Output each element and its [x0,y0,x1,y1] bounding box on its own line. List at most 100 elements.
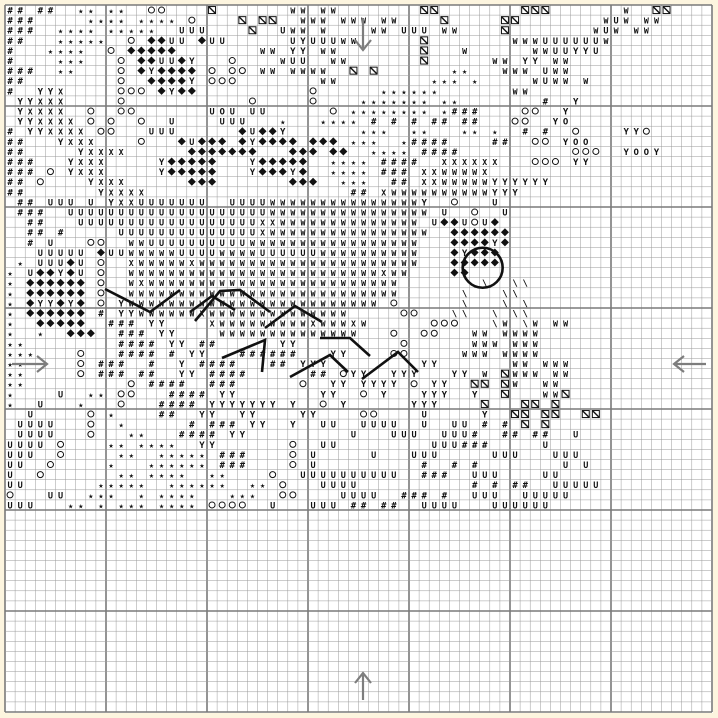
stitch-symbol: W [472,177,477,187]
stitch-symbol: W [513,66,518,76]
stitch-symbol: X [58,117,63,127]
stitch-symbol: X [139,278,144,288]
stitch-symbol: W [533,76,538,86]
stitch-symbol: W [179,288,184,298]
stitch-symbol: W [321,248,326,258]
stitch-symbol: W [159,308,164,318]
stitch-symbol: W [159,278,164,288]
stitch-symbol: W [391,228,396,238]
stitch-symbol: W [351,278,356,288]
stitch-symbol: W [412,218,417,228]
stitch-symbol: W [290,319,295,329]
stitch-symbol: X [109,177,114,187]
stitch-symbol: W [321,308,326,318]
stitch-symbol: W [230,268,235,278]
stitch-symbol: X [58,96,63,106]
stitch-symbol: W [412,228,417,238]
stitch-symbol: W [472,349,477,359]
stitch-symbol: W [321,288,326,298]
stitch-symbol: W [321,5,326,15]
stitch-symbol: W [139,238,144,248]
stitch-symbol: W [270,308,275,318]
stitch-symbol: X [28,106,33,116]
stitch-symbol: W [513,359,518,369]
stitch-symbol: W [260,308,265,318]
stitch-symbol: X [58,127,63,137]
stitch-symbol: W [502,349,507,359]
stitch-symbol: W [341,228,346,238]
stitch-symbol: W [553,76,558,86]
stitch-symbol: W [240,319,245,329]
stitch-symbol: W [482,339,487,349]
stitch-symbol: X [68,127,73,137]
stitch-symbol: W [401,218,406,228]
stitch-symbol: W [311,218,316,228]
stitch-symbol: W [300,5,305,15]
stitch-symbol: W [300,207,305,217]
stitch-symbol: W [351,218,356,228]
stitch-symbol: W [401,268,406,278]
stitch-symbol: W [371,197,376,207]
stitch-symbol: W [270,197,275,207]
stitch-symbol: W [351,207,356,217]
stitch-symbol: W [523,66,528,76]
stitch-symbol: W [270,228,275,238]
stitch-symbol: W [341,56,346,66]
stitch-symbol: W [341,258,346,268]
stitch-symbol: X [68,137,73,147]
stitch-symbol: X [260,218,265,228]
stitch-symbol: W [422,228,427,238]
stitch-symbol: W [371,248,376,258]
stitch-symbol: W [149,288,154,298]
stitch-symbol: W [199,278,204,288]
stitch-symbol: W [169,268,174,278]
stitch-symbol: W [250,258,255,268]
stitch-symbol: W [149,258,154,268]
stitch-symbol: W [199,268,204,278]
stitch-symbol: W [311,207,316,217]
stitch-symbol: W [563,359,568,369]
stitch-symbol: W [331,228,336,238]
stitch-symbol: W [230,278,235,288]
stitch-symbol: W [422,187,427,197]
stitch-symbol: W [311,66,316,76]
stitch-symbol: W [290,258,295,268]
stitch-symbol: W [230,248,235,258]
stitch-symbol: W [321,228,326,238]
stitch-symbol: W [553,56,558,66]
stitch-symbol: W [391,197,396,207]
stitch-symbol: W [311,197,316,207]
stitch-symbol: W [270,288,275,298]
stitch-symbol: W [513,86,518,96]
stitch-symbol: X [98,167,103,177]
stitch-symbol: X [119,147,124,157]
stitch-symbol: W [290,26,295,36]
stitch-symbol: W [371,228,376,238]
stitch-symbol: W [472,329,477,339]
stitch-symbol: X [48,106,53,116]
stitch-symbol: W [543,359,548,369]
stitch-symbol: W [220,278,225,288]
stitch-symbol: W [139,308,144,318]
stitch-symbol: W [220,329,225,339]
stitch-symbol: W [280,298,285,308]
stitch-symbol: W [290,268,295,278]
stitch-symbol: W [240,298,245,308]
stitch-symbol: X [492,157,497,167]
stitch-symbol: W [603,36,608,46]
stitch-symbol: W [169,298,174,308]
stitch-symbol: W [139,258,144,268]
stitch-symbol: W [502,329,507,339]
stitch-symbol: X [442,157,447,167]
stitch-symbol: W [442,167,447,177]
stitch-symbol: W [371,207,376,217]
stitch-symbol: W [351,228,356,238]
stitch-symbol: W [371,238,376,248]
stitch-symbol: W [533,46,538,56]
stitch-symbol: W [624,5,629,15]
stitch-symbol: W [159,288,164,298]
stitch-symbol: W [361,218,366,228]
stitch-symbol: W [563,319,568,329]
stitch-symbol: W [553,379,558,389]
stitch-symbol: W [523,339,528,349]
